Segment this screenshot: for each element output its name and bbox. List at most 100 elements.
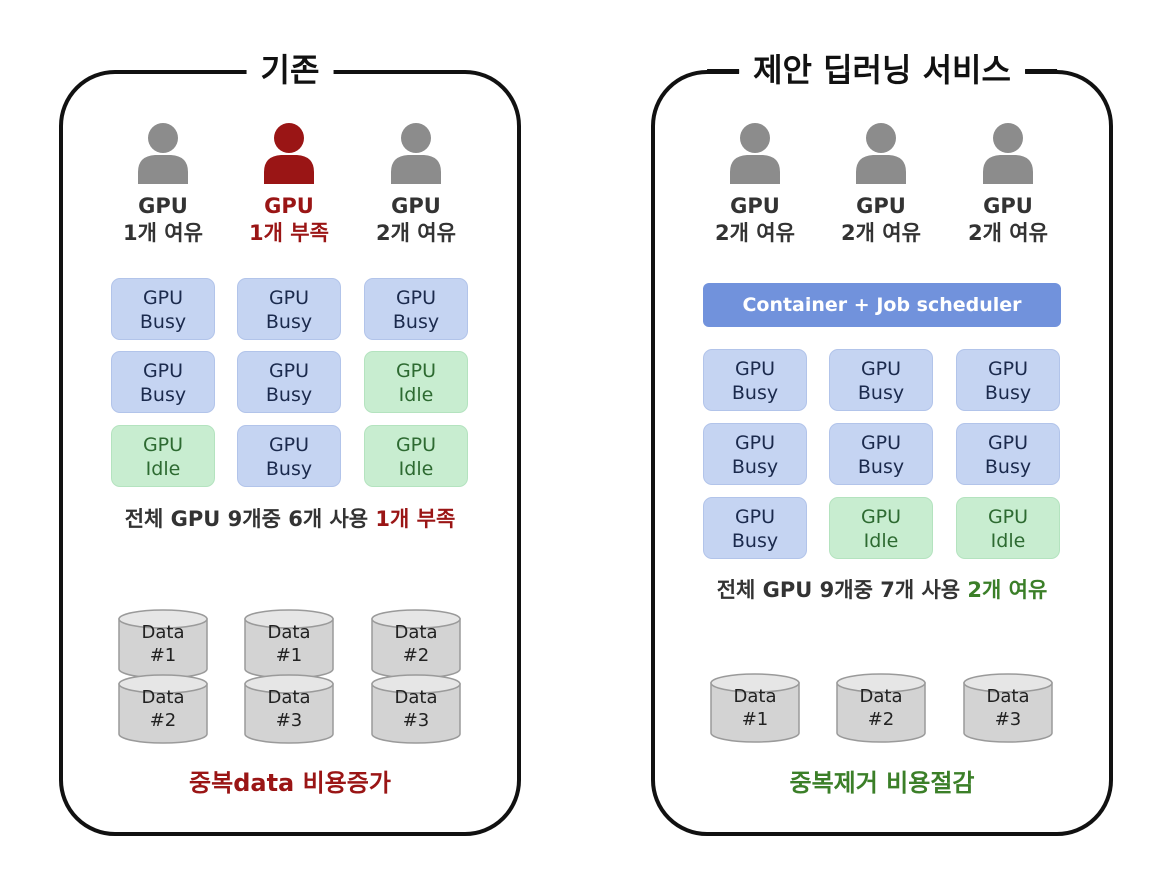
gpu-label: GPU xyxy=(860,432,902,454)
existing-summary-highlight: 1개 부족 xyxy=(375,507,456,531)
user-icon xyxy=(725,122,785,184)
proposed-summary-text: 전체 GPU 9개중 7개 사용 xyxy=(716,578,961,602)
gpu-label: GPU xyxy=(860,358,902,380)
database-label-line2: #1 xyxy=(275,645,303,666)
database-icon: Data#3 xyxy=(963,673,1053,743)
user-label-line2: 2개 여유 xyxy=(376,221,456,245)
database-label: Data#2 xyxy=(836,685,926,731)
gpu-label: GPU xyxy=(734,358,776,380)
proposed-summary-highlight: 2개 여유 xyxy=(967,578,1048,602)
database-label-line2: #3 xyxy=(994,709,1022,730)
user-gpu-label: GPU 1개 부족 xyxy=(229,193,349,247)
user-label-line2: 2개 여유 xyxy=(715,221,795,245)
database-label-line2: #2 xyxy=(867,709,895,730)
database-icon: Data#2 xyxy=(836,673,926,743)
gpu-label: GPU xyxy=(395,434,437,456)
user-icon xyxy=(386,122,446,184)
user-label-line1: GPU xyxy=(983,194,1033,218)
gpu-label: GPU xyxy=(987,358,1029,380)
database-label-line1: Data xyxy=(394,687,438,708)
gpu-state: Busy xyxy=(984,456,1032,478)
user-label-line1: GPU xyxy=(264,194,314,218)
gpu-label: GPU xyxy=(395,360,437,382)
database-label: Data#1 xyxy=(710,685,800,731)
gpu-state: Busy xyxy=(731,530,779,552)
container-job-scheduler: Container + Job scheduler xyxy=(703,283,1061,327)
proposed-panel-title: 제안 딥러닝 서비스 xyxy=(707,48,1057,92)
gpu-label: GPU xyxy=(142,360,184,382)
database-icon: Data#3 xyxy=(244,674,334,744)
database-label: Data#1 xyxy=(244,621,334,667)
database-icon: Data#2 xyxy=(118,674,208,744)
gpu-label: GPU xyxy=(860,506,902,528)
database-label: Data#2 xyxy=(118,686,208,732)
database-label-line2: #2 xyxy=(402,645,430,666)
database-label-line1: Data xyxy=(267,687,311,708)
user-label-line2: 2개 여유 xyxy=(968,221,1048,245)
database-label-line1: Data xyxy=(394,622,438,643)
database-label: Data#1 xyxy=(118,621,208,667)
database-icon: Data#1 xyxy=(710,673,800,743)
gpu-state: Busy xyxy=(731,456,779,478)
gpu-state: Busy xyxy=(139,384,187,406)
gpu-label: GPU xyxy=(734,506,776,528)
database-label-line2: #2 xyxy=(149,710,177,731)
existing-footer: 중복data 비용증가 xyxy=(189,769,391,797)
existing-summary: 전체 GPU 9개중 6개 사용 1개 부족 xyxy=(125,505,456,533)
user-label-line1: GPU xyxy=(391,194,441,218)
gpu-label: GPU xyxy=(142,434,184,456)
gpu-state: Idle xyxy=(398,458,434,480)
gpu-state: Busy xyxy=(265,458,313,480)
gpu-state: Busy xyxy=(857,456,905,478)
user-gpu-label: GPU 2개 여유 xyxy=(356,193,476,247)
database-label-line1: Data xyxy=(141,622,185,643)
gpu-state: Idle xyxy=(398,384,434,406)
user-icon xyxy=(978,122,1038,184)
database-label-line2: #3 xyxy=(402,710,430,731)
user-label-line2: 1개 부족 xyxy=(249,221,329,245)
database-icon: Data#2 xyxy=(371,609,461,679)
user-gpu-label: GPU 2개 여유 xyxy=(948,193,1068,247)
gpu-label: GPU xyxy=(268,434,310,456)
database-icon: Data#1 xyxy=(244,609,334,679)
user-icon xyxy=(259,122,319,184)
gpu-state: Idle xyxy=(990,530,1026,552)
proposed-summary: 전체 GPU 9개중 7개 사용 2개 여유 xyxy=(717,576,1048,604)
gpu-state: Busy xyxy=(265,311,313,333)
database-label: Data#2 xyxy=(371,621,461,667)
gpu-state: Busy xyxy=(392,311,440,333)
database-label-line1: Data xyxy=(267,622,311,643)
gpu-label: GPU xyxy=(268,360,310,382)
database-icon: Data#1 xyxy=(118,609,208,679)
gpu-label: GPU xyxy=(268,287,310,309)
database-label: Data#3 xyxy=(244,686,334,732)
user-label-line2: 1개 여유 xyxy=(123,221,203,245)
existing-summary-text: 전체 GPU 9개중 6개 사용 xyxy=(124,507,369,531)
proposed-footer: 중복제거 비용절감 xyxy=(789,769,975,797)
database-icon: Data#3 xyxy=(371,674,461,744)
gpu-label: GPU xyxy=(142,287,184,309)
database-label-line2: #1 xyxy=(149,645,177,666)
gpu-state: Busy xyxy=(857,382,905,404)
gpu-state: Idle xyxy=(145,458,181,480)
